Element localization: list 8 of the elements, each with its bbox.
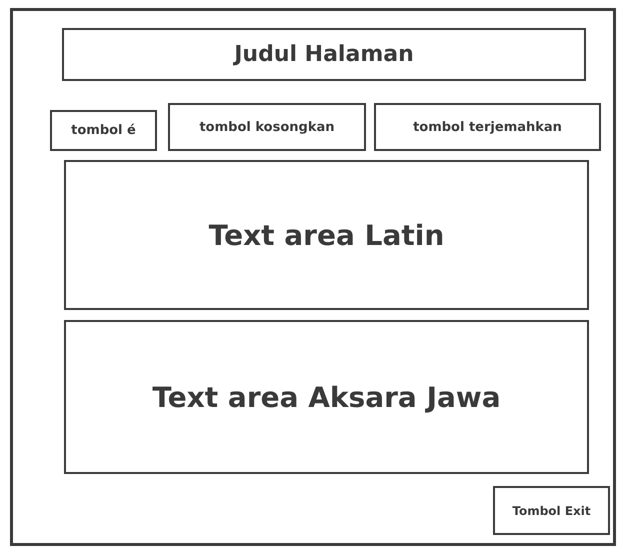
text-area: Text area Latin [64, 160, 589, 310]
title-box: Judul Halaman [62, 28, 586, 81]
button: Tombol Exit [493, 486, 610, 535]
text-area: Text area Aksara Jawa [64, 320, 589, 474]
page-frame [10, 8, 616, 546]
button: tombol kosongkan [168, 103, 366, 151]
button: tombol terjemahkan [374, 103, 601, 151]
button: tombol é [50, 110, 157, 151]
